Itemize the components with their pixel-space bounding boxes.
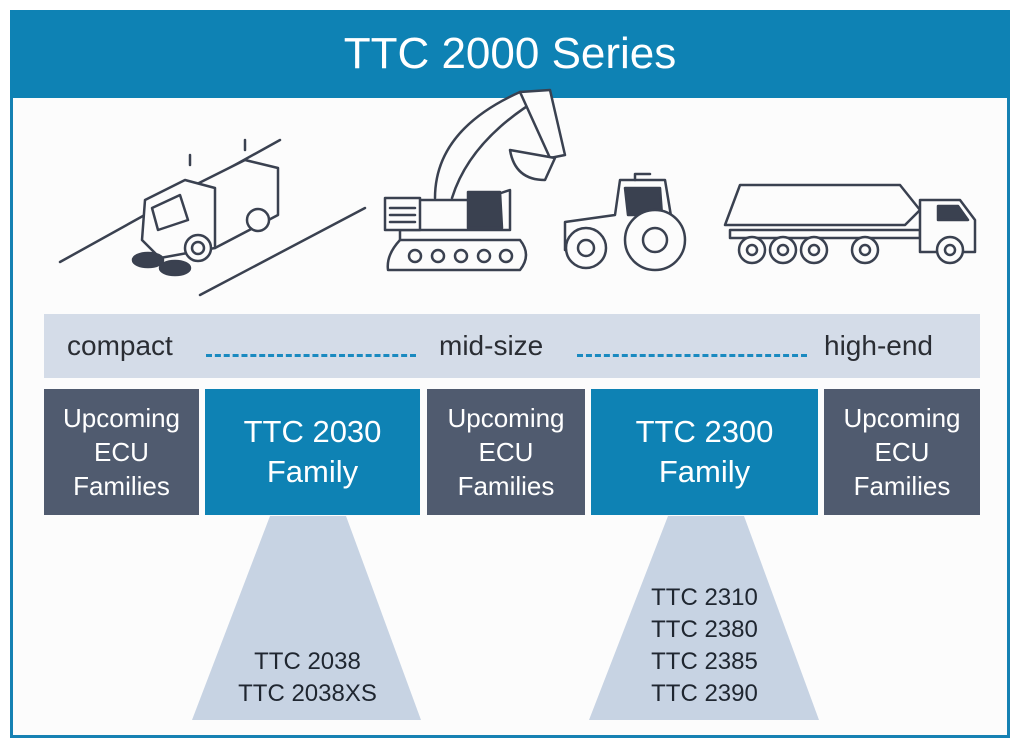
box-line: Upcoming: [447, 403, 565, 433]
scale-dashed-line: [206, 354, 416, 357]
box-line: Upcoming: [843, 403, 961, 433]
scale-label-compact: compact: [67, 330, 173, 361]
scale-dashed-line: [577, 354, 807, 357]
box-line: ECU: [478, 437, 534, 467]
model-item: TTC 2038XS: [238, 680, 377, 707]
family-2030-model-list: TTC 2038 TTC 2038XS: [200, 646, 415, 710]
ttc-2030-family-box: TTC 2030 Family: [205, 389, 420, 515]
street-sweeper-icon: [58, 138, 367, 297]
box-line: Families: [457, 471, 555, 501]
model-item: TTC 2390: [651, 680, 758, 707]
family-2300-cone: [589, 516, 819, 720]
size-scale-band: [44, 314, 980, 378]
excavator-icon: [383, 88, 567, 272]
box-line: Family: [266, 454, 359, 489]
model-item: TTC 2038: [254, 648, 361, 675]
upcoming-ecu-families-box: Upcoming ECU Families: [824, 389, 980, 515]
box-line: Upcoming: [62, 403, 181, 433]
upcoming-ecu-families-box: Upcoming ECU Families: [427, 389, 585, 515]
truck-icon: [723, 183, 977, 265]
family-2030-cone: [192, 516, 421, 720]
box-line: TTC 2030: [243, 414, 382, 449]
upcoming-ecu-families-box: Upcoming ECU Families: [44, 389, 199, 515]
box-line: ECU: [874, 437, 930, 467]
model-item: TTC 2385: [651, 648, 758, 675]
box-line: Families: [73, 471, 170, 501]
scale-label-high-end: high-end: [824, 330, 933, 361]
family-2300-model-list: TTC 2310 TTC 2380 TTC 2385 TTC 2390: [597, 582, 812, 710]
box-line: ECU: [94, 437, 149, 467]
page-title: TTC 2000 Series: [343, 29, 677, 78]
tractor-icon: [563, 172, 687, 272]
model-item: TTC 2380: [651, 616, 758, 643]
ttc-2300-family-box: TTC 2300 Family: [591, 389, 818, 515]
scale-label-mid-size: mid-size: [439, 330, 544, 361]
box-line: Families: [853, 471, 951, 501]
box-line: Family: [658, 454, 751, 489]
model-item: TTC 2310: [651, 584, 758, 611]
vehicle-illustrations: [58, 88, 977, 297]
box-line: TTC 2300: [635, 414, 774, 449]
title-bar: [10, 10, 1010, 98]
